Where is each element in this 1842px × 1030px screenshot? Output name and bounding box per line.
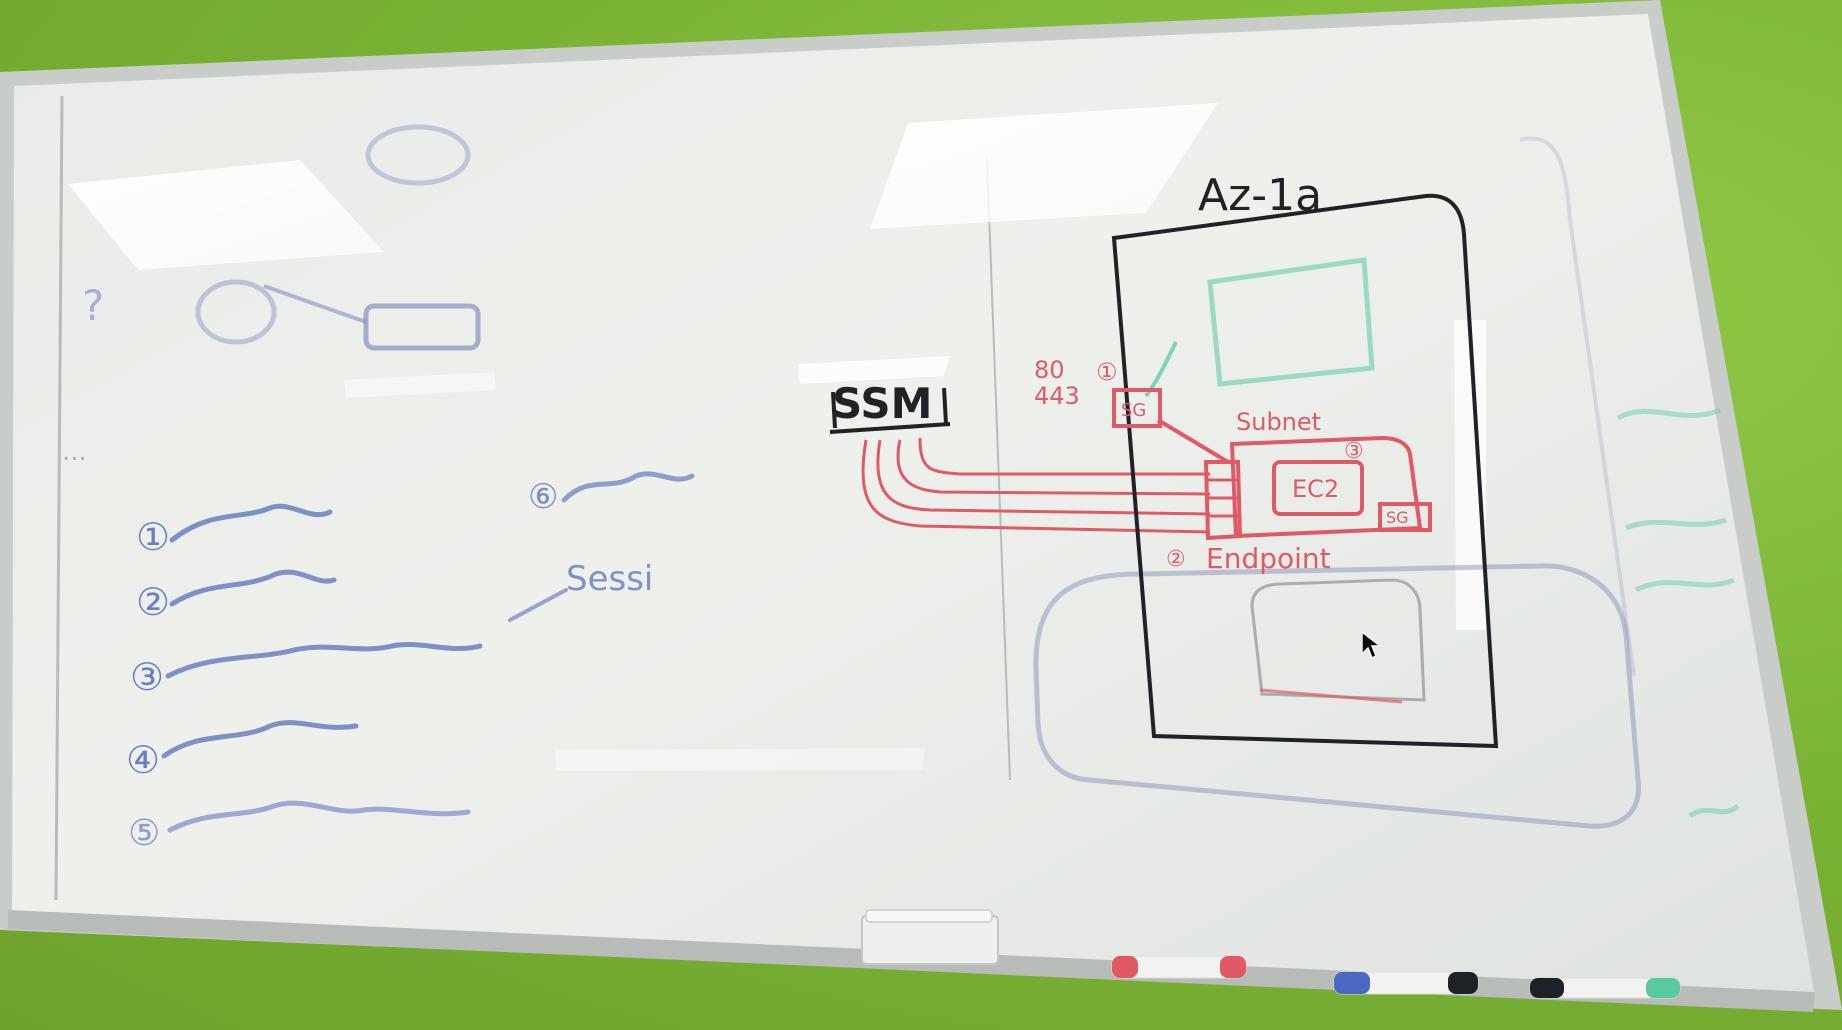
green-marker-end	[1646, 978, 1680, 998]
green-marker-cap	[1530, 978, 1564, 998]
ssm-link-1	[918, 437, 1210, 476]
marker-3-label: ③	[1344, 439, 1364, 464]
right-mini-box	[1378, 502, 1432, 532]
sg-label: SG	[1121, 400, 1146, 421]
green-box	[1207, 257, 1375, 387]
subnet-link	[1156, 418, 1230, 464]
board-left-line	[54, 95, 64, 901]
ec2-label: EC2	[1292, 475, 1339, 503]
session-text: Sessi	[566, 559, 653, 599]
az-box	[1111, 193, 1499, 749]
red-marker-cap	[1112, 956, 1138, 978]
board-center-line	[986, 157, 1011, 781]
light-reflection-left	[68, 160, 384, 270]
ssm-label: SSM	[832, 379, 932, 428]
right-note-4	[1688, 803, 1740, 819]
ec2-box	[1272, 460, 1364, 516]
light-reflection-mid	[344, 372, 496, 398]
lower-box	[1250, 578, 1426, 702]
sg-box	[1112, 388, 1162, 428]
left-side-note-2: ...	[62, 437, 87, 467]
ssm-right-bar	[942, 387, 948, 425]
port-label-80: 80	[1034, 356, 1065, 384]
ssm-link-2	[896, 439, 1211, 496]
side-note-6: ⑥	[528, 477, 558, 517]
light-reflection-small	[798, 356, 950, 384]
subnet-label: Subnet	[1236, 408, 1321, 436]
side-note-line	[561, 471, 695, 503]
left-list-item-4: ④	[126, 738, 160, 782]
left-list-line-1	[169, 503, 333, 543]
light-reflection-center	[870, 103, 1218, 229]
port-label-443: 443	[1034, 382, 1080, 410]
ssm-left-bar	[831, 391, 837, 429]
session-arrow	[508, 588, 568, 622]
left-list-item-2: ②	[136, 580, 170, 624]
right-mini-text: SG	[1386, 508, 1409, 527]
blue-marker-end	[1448, 972, 1478, 994]
left-list-item-1: ①	[136, 515, 170, 559]
left-list-line-2	[169, 569, 337, 607]
outer-region-shape	[1033, 563, 1641, 829]
erased-cloud-left	[195, 279, 277, 345]
eraser-icon	[861, 915, 999, 965]
light-reflection-bottom	[555, 748, 925, 771]
marker-1-label: ①	[1096, 358, 1118, 386]
endpoint-bracket	[1203, 460, 1243, 541]
erased-link	[263, 284, 367, 324]
mouse-pointer-icon	[1362, 632, 1380, 658]
green-arrow	[1144, 341, 1178, 398]
ssm-link-3	[876, 439, 1211, 516]
erased-box-top	[363, 303, 481, 351]
outer-region-top	[1519, 136, 1636, 677]
left-list-item-3: ③	[130, 655, 164, 699]
left-list-line-3	[165, 641, 483, 679]
ssm-underline	[829, 422, 951, 434]
left-list-item-5: ⑤	[128, 813, 160, 854]
marker-2-label: ②	[1166, 547, 1186, 572]
left-side-note-1: ?	[82, 281, 104, 330]
ssm-link-4	[861, 439, 1211, 534]
red-marker-end	[1220, 956, 1246, 978]
left-list-line-4	[161, 720, 359, 759]
right-note-3	[1634, 577, 1735, 593]
erased-cloud-top	[365, 124, 471, 186]
lower-red-line	[1259, 688, 1403, 704]
eraser-handle	[865, 909, 993, 923]
light-reflection-strip	[1454, 320, 1486, 630]
right-note-2	[1625, 517, 1727, 531]
left-list-line-5	[167, 800, 471, 833]
right-note-1	[1616, 407, 1721, 421]
endpoint-label: Endpoint	[1206, 542, 1331, 575]
blue-marker-cap	[1334, 972, 1370, 994]
